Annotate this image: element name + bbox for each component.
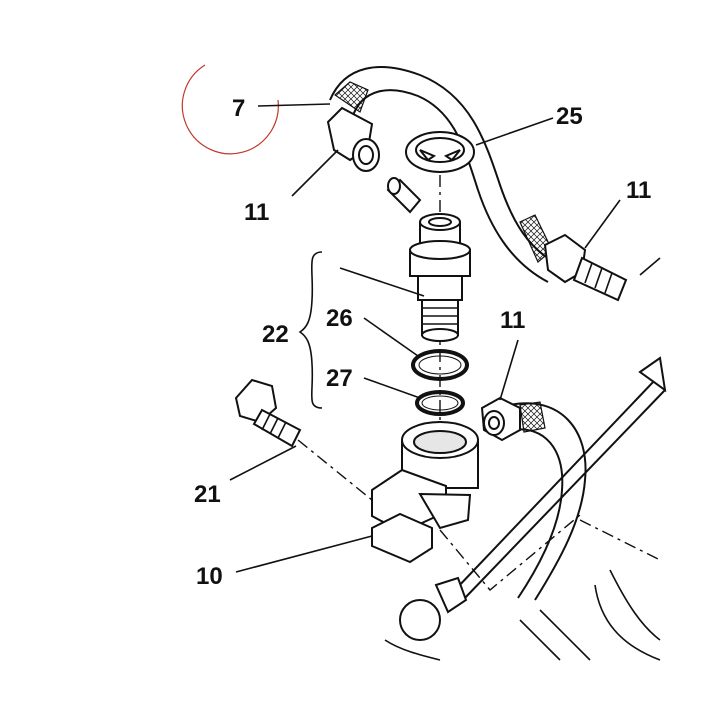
label-11-upper-right: 11 xyxy=(626,177,651,204)
hose-nut-upper-right xyxy=(543,233,661,302)
o-ring-27 xyxy=(415,390,465,416)
mounting-bracket xyxy=(371,421,479,564)
label-26: 26 xyxy=(326,305,353,332)
valve-body xyxy=(409,213,471,342)
label-22: 22 xyxy=(262,321,289,348)
hose-lower xyxy=(509,401,587,601)
leader-26 xyxy=(363,317,419,357)
leader-27 xyxy=(363,377,421,399)
hose-upper xyxy=(329,66,561,283)
hose-nut-lower xyxy=(480,396,521,442)
hose-nut-upper-left xyxy=(326,106,380,172)
leader-21 xyxy=(229,445,297,481)
circlip xyxy=(405,131,475,173)
leader-10 xyxy=(235,535,373,573)
leader-11a xyxy=(291,149,339,197)
label-25: 25 xyxy=(556,103,583,130)
label-7: 7 xyxy=(232,95,245,122)
label-11-lower: 11 xyxy=(500,307,525,334)
frame-outline xyxy=(384,514,661,661)
rod-cable xyxy=(399,356,667,641)
o-ring-26 xyxy=(411,349,469,381)
leader-11c xyxy=(499,339,519,401)
highlight-circle xyxy=(181,64,279,155)
label-11-upper-left: 11 xyxy=(244,199,269,226)
leader-11b xyxy=(584,199,621,249)
label-21: 21 xyxy=(194,481,221,508)
group-22-brace xyxy=(298,251,323,409)
breather-nipple xyxy=(386,177,422,214)
leader-25 xyxy=(475,117,554,146)
bolt xyxy=(234,378,373,501)
label-27: 27 xyxy=(326,365,353,392)
label-10: 10 xyxy=(196,563,223,590)
leader-7 xyxy=(257,103,331,107)
leader-22 xyxy=(339,267,425,297)
